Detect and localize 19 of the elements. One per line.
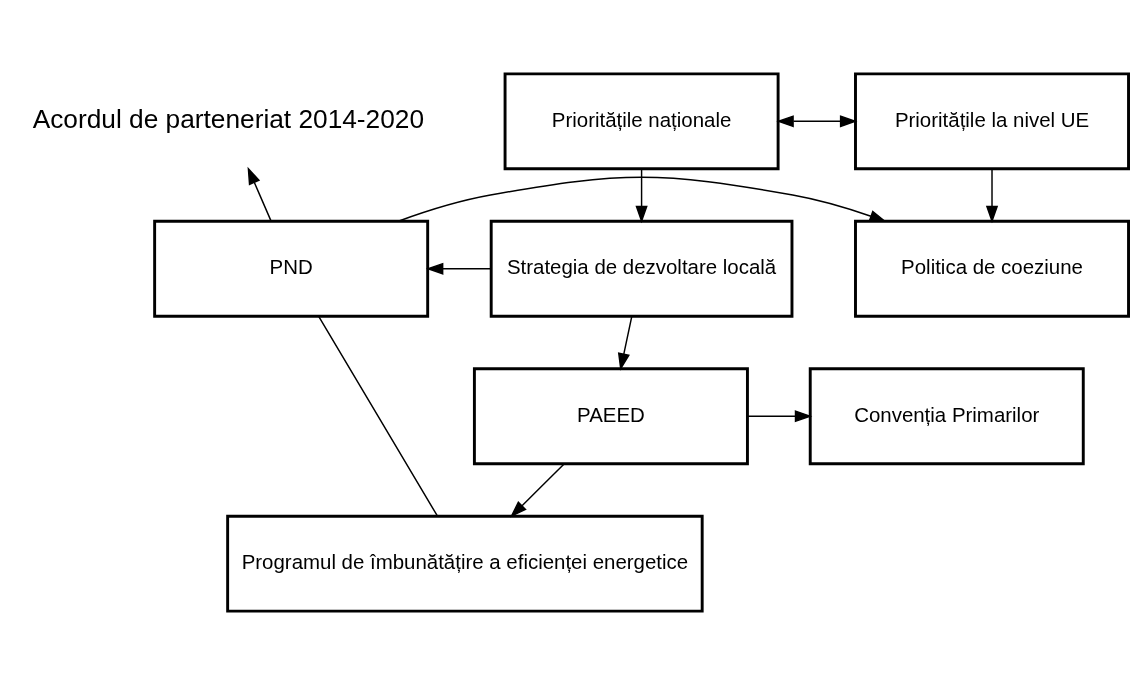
- node-box: PND: [153, 219, 430, 318]
- node-box: PAEED: [472, 366, 749, 465]
- node-box: Convenția Primarilor: [808, 366, 1085, 465]
- arrow: [397, 176, 887, 222]
- arrow: [985, 167, 999, 223]
- arrow: [776, 114, 858, 127]
- arrow: [747, 409, 813, 422]
- connector: [317, 315, 439, 517]
- arrow: [617, 315, 633, 371]
- arrow: [247, 166, 272, 222]
- node-box: Strategia de dezvoltare locală: [489, 219, 794, 318]
- node-text: Acordul de parteneriat 2014-2020: [32, 103, 425, 134]
- node-box: Politica de coeziune: [854, 219, 1130, 318]
- node-box: Programul de îmbunătățire a eficienței energetice: [226, 514, 704, 613]
- arrow: [425, 262, 492, 275]
- node-box: Prioritățile la nivel UE: [854, 71, 1130, 170]
- arrow: [510, 462, 566, 518]
- arrow: [635, 167, 648, 223]
- node-box: Prioritățile naționale: [503, 71, 780, 170]
